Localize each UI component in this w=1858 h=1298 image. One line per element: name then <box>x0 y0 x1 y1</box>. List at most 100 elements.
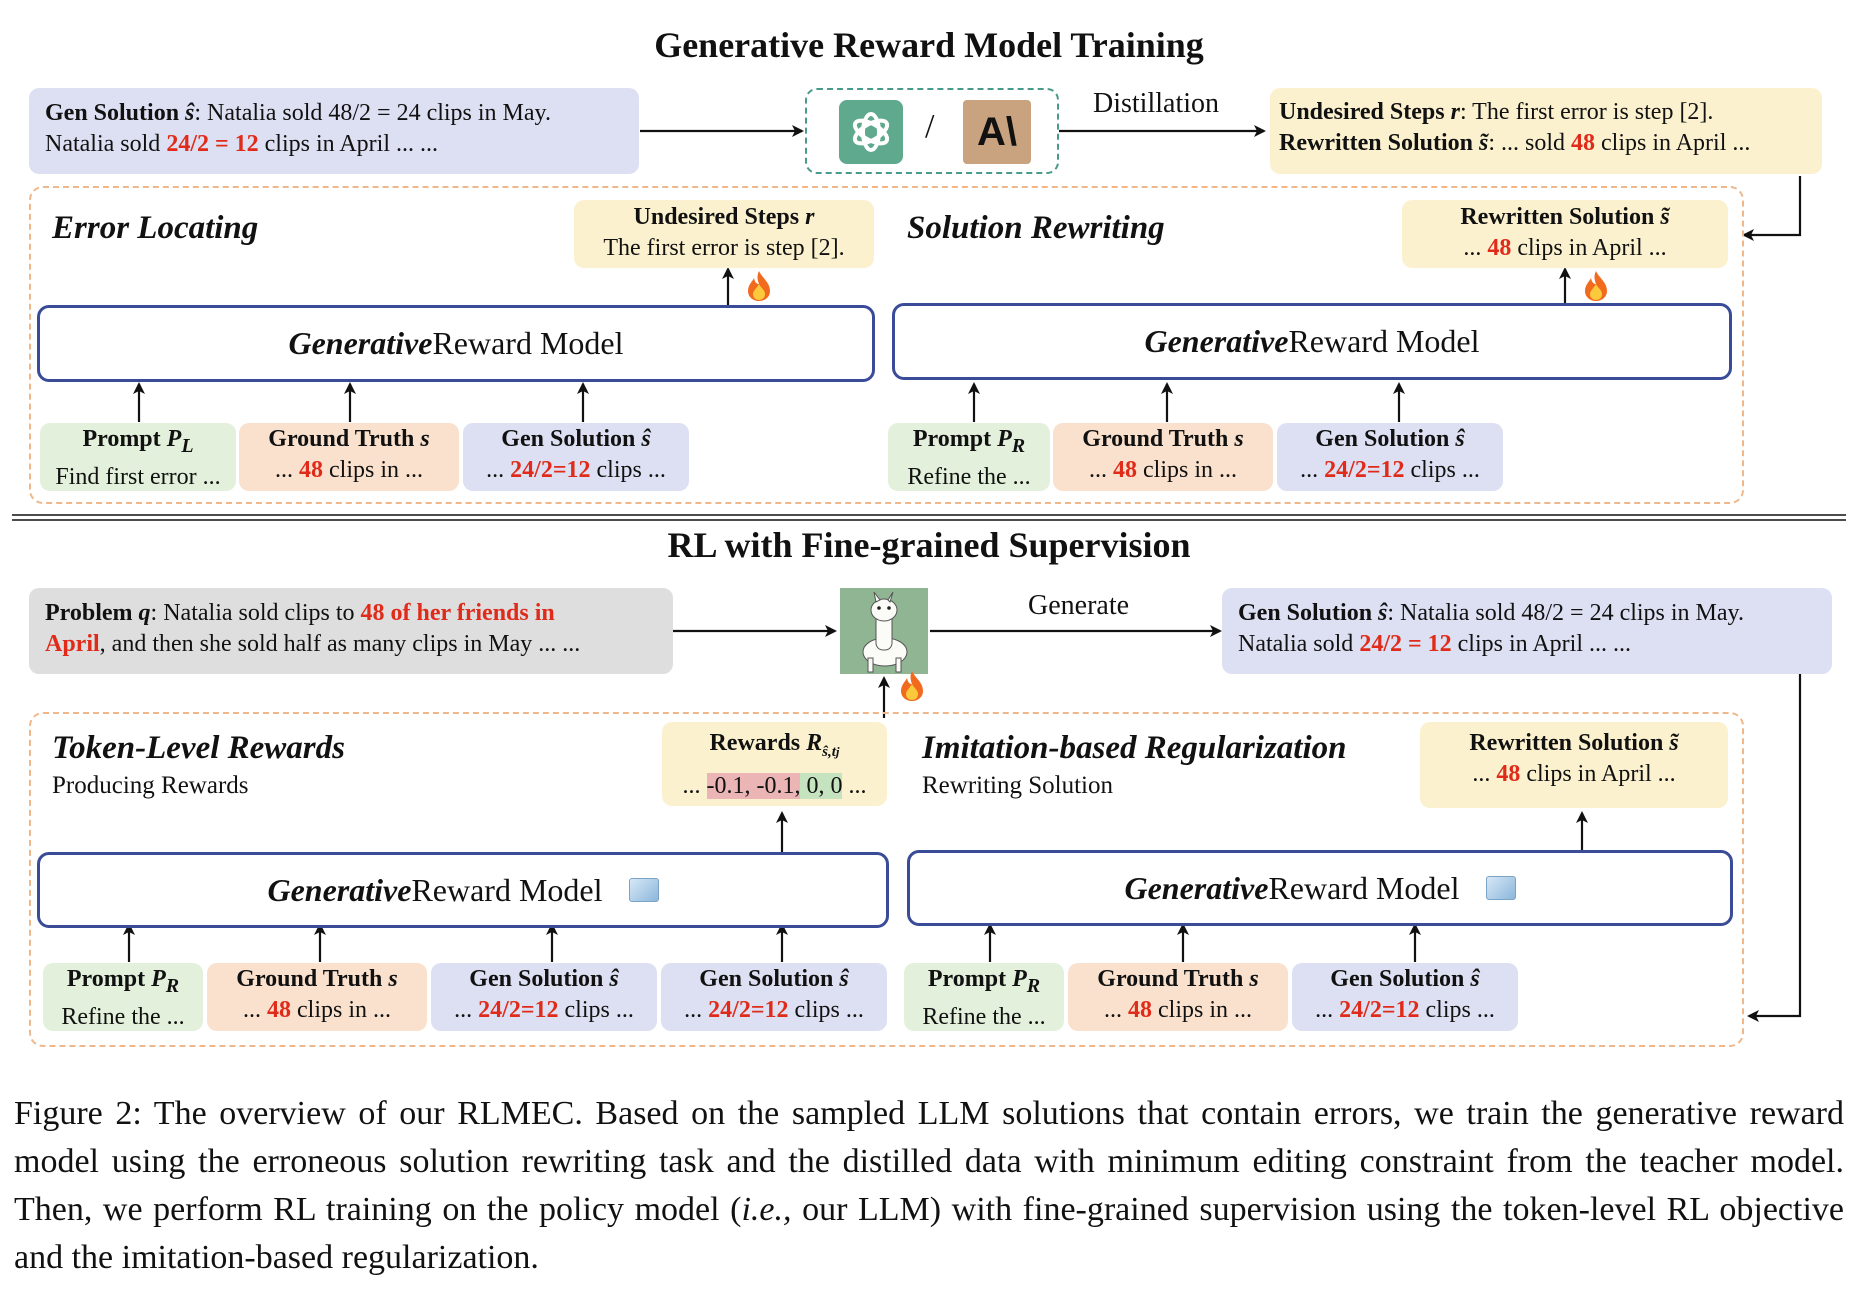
input-pre: ... <box>1104 997 1128 1023</box>
input-label: Gen Solution <box>699 966 834 992</box>
input-pre: ... <box>1300 457 1325 483</box>
input-prompt-pr: Prompt PR Refine the ... <box>43 963 203 1031</box>
gen-solution-line1: : Natalia sold 48/2 = 24 clips in May. <box>1387 600 1744 626</box>
input-subscript: R <box>1011 434 1026 457</box>
gen-solution-line2-pre: Natalia sold <box>45 131 167 157</box>
input-label: Ground Truth <box>1082 426 1229 452</box>
rewards-subscript-j: j <box>835 743 840 759</box>
distilled-rewritten-red: 48 <box>1571 130 1596 156</box>
input-label: Prompt <box>82 426 161 452</box>
input-symbol: s <box>1249 966 1259 992</box>
input-label: Gen Solution <box>501 426 636 452</box>
input-gen-solution: Gen Solution ŝ ... 24/2=12 clips ... <box>661 963 887 1031</box>
input-label: Ground Truth <box>236 966 383 992</box>
input-pre: ... <box>243 997 267 1023</box>
openai-glyph-icon <box>852 112 890 152</box>
undesired-steps-symbol: r <box>805 204 815 230</box>
gen-solution-line2-pre: Natalia sold <box>1238 631 1360 657</box>
caption-prefix: Figure 2: The overview of our RLMEC. Bas… <box>14 1095 1844 1228</box>
input-post: clips ... <box>590 457 666 483</box>
problem-line2-post: , and then she sold half as many clips i… <box>99 631 581 657</box>
generative-reward-model-3: Generative Reward Model <box>37 852 889 928</box>
teacher-separator: / <box>925 108 935 145</box>
openai-logo <box>839 100 903 164</box>
rewritten-pre: ... <box>1463 235 1488 261</box>
input-red: 48 <box>299 457 323 483</box>
input-text: Find first error ... <box>55 463 221 490</box>
distilled-rewritten-label: Rewritten Solution <box>1279 130 1473 156</box>
caption-suffix: our LLM) with fine-grained supervision u… <box>14 1191 1844 1276</box>
input-red: 24/2=12 <box>1324 457 1405 483</box>
input-label: Gen Solution <box>1315 426 1450 452</box>
rewritten-post: clips in April ... <box>1520 761 1676 787</box>
input-label: Prompt <box>912 426 992 452</box>
training-title: Generative Reward Model Training <box>654 25 1204 65</box>
gen-solution-line2-red: 24/2 = 12 <box>166 131 259 157</box>
producing-rewards-subheading: Producing Rewards <box>52 772 249 799</box>
input-red: 48 <box>267 997 291 1023</box>
input-red: 24/2=12 <box>478 997 559 1023</box>
input-symbol: P <box>166 426 182 452</box>
grm1-italic: Generative <box>288 325 433 361</box>
distilled-steps-symbol: r <box>1450 99 1460 125</box>
rewards-positive: 0, 0 <box>800 772 843 799</box>
input-label: Gen Solution <box>1330 966 1465 992</box>
token-level-rewards-heading: Token-Level Rewards <box>52 730 345 766</box>
input-symbol: s <box>420 426 430 452</box>
gen-solution-line1: : Natalia sold 48/2 = 24 clips in May. <box>194 100 551 126</box>
input-symbol: ŝ <box>1455 426 1465 452</box>
input-gen-solution: Gen Solution ŝ ... 24/2=12 clips ... <box>1292 963 1518 1031</box>
gen-solution-box: Gen Solution ŝ: Natalia sold 48/2 = 24 c… <box>29 88 639 174</box>
distilled-steps-label: Undesired Steps <box>1279 99 1445 125</box>
input-pre: ... <box>275 457 299 483</box>
input-symbol: ŝ <box>609 966 619 992</box>
input-symbol: ŝ <box>1470 966 1480 992</box>
input-symbol: P <box>151 966 166 992</box>
grm3-rest: Reward Model <box>411 871 603 908</box>
input-red: 24/2=12 <box>1339 997 1420 1023</box>
gen-solution-line2-post: clips in April ... ... <box>258 131 438 157</box>
solution-rewriting-heading: Solution Rewriting <box>907 210 1165 246</box>
input-post: clips in ... <box>1152 997 1252 1023</box>
rewritten-label: Rewritten Solution <box>1460 204 1655 230</box>
rewritten-symbol: s̃ <box>1660 204 1670 230</box>
input-symbol: s <box>1234 426 1244 452</box>
undesired-steps-output: Undesired Steps r The first error is ste… <box>574 200 874 268</box>
grm1-rest: Reward Model <box>432 325 624 361</box>
grm4-italic: Generative <box>1124 869 1269 906</box>
input-label: Prompt <box>927 966 1007 992</box>
figure-caption: Figure 2: The overview of our RLMEC. Bas… <box>14 1090 1844 1282</box>
rewards-symbol: R <box>806 730 823 756</box>
distilled-rewritten-symbol: s̃ <box>1479 130 1489 156</box>
rewritten-solution-output: Rewritten Solution s̃ ... 48 clips in Ap… <box>1402 200 1728 268</box>
input-label: Gen Solution <box>469 966 604 992</box>
input-subscript: L <box>181 434 194 457</box>
input-pre: ... <box>1089 457 1113 483</box>
gen-solution-label: Gen Solution <box>1238 600 1373 626</box>
generate-label: Generate <box>1028 590 1130 621</box>
input-pre: ... <box>684 997 709 1023</box>
rl-title: RL with Fine-grained Supervision <box>667 525 1191 565</box>
input-red: 24/2=12 <box>708 997 789 1023</box>
input-post: clips in ... <box>323 457 423 483</box>
llama-icon <box>840 588 928 674</box>
input-text: Refine the ... <box>907 463 1031 490</box>
input-text: Refine the ... <box>61 1003 185 1030</box>
rewards-label: Rewards <box>709 730 801 756</box>
rewards-post: ... <box>842 772 867 799</box>
fire-icon <box>744 270 774 307</box>
generative-reward-model-2: Generative Reward Model <box>892 303 1732 380</box>
gen-solution-label: Gen Solution <box>45 100 180 126</box>
arrow-gen-to-imitation <box>1747 672 1802 1022</box>
rewriting-solution-subheading: Rewriting Solution <box>922 772 1113 799</box>
distilled-rewritten-pre: : ... sold <box>1488 130 1572 156</box>
input-text: Refine the ... <box>922 1003 1046 1030</box>
fire-icon <box>897 670 927 707</box>
caption-italic: i.e., <box>741 1191 792 1228</box>
generative-reward-model-4: Generative Reward Model <box>907 850 1733 926</box>
input-red: 48 <box>1113 457 1137 483</box>
input-post: clips ... <box>1404 457 1480 483</box>
input-symbol: s <box>388 966 398 992</box>
rewritten-label: Rewritten Solution <box>1469 730 1664 756</box>
